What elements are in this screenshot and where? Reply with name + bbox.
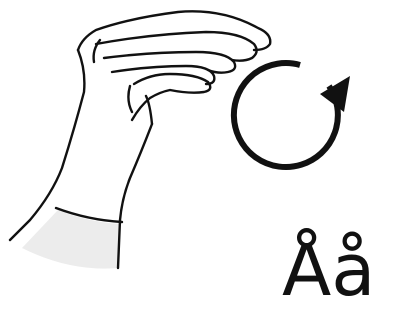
letter-caption: Åå (282, 234, 375, 306)
rotate-clockwise-arrow-icon (234, 63, 350, 167)
hand-sign-icon (10, 11, 270, 268)
